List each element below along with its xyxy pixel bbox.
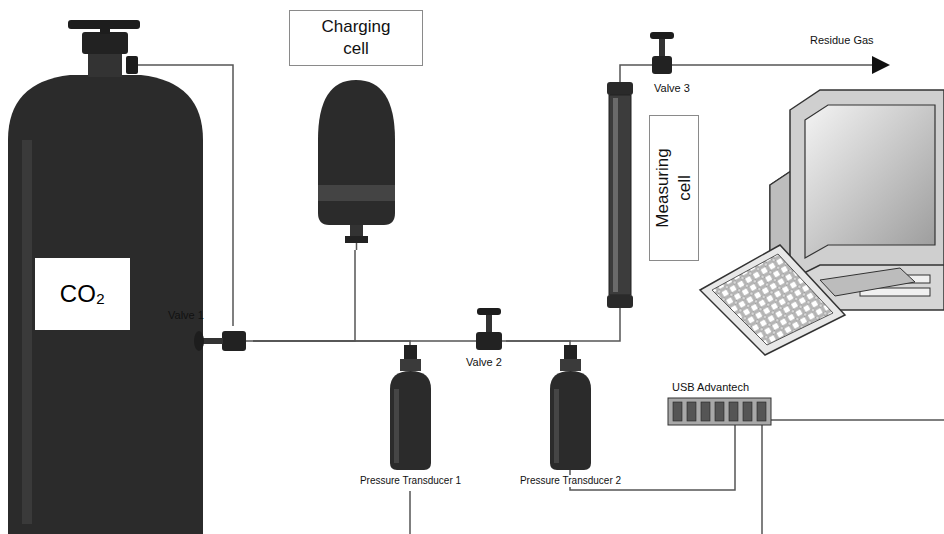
valve-symbol: Valve 2 bbox=[472, 328, 506, 354]
outlet-line bbox=[676, 64, 876, 66]
valve-symbol-symbol bbox=[472, 328, 506, 354]
daq-module-symbol bbox=[668, 398, 771, 425]
pipe-line bbox=[253, 250, 355, 341]
valve-label: Valve 1 bbox=[168, 309, 204, 322]
valve-symbol-symbol bbox=[648, 52, 676, 78]
pressure-transducer: Pressure Transducer 2 bbox=[548, 345, 593, 470]
outlet-arrowhead bbox=[872, 56, 890, 74]
cell-label: Charging cell bbox=[289, 10, 423, 66]
transducer-label: Pressure Transducer 2 bbox=[519, 475, 622, 487]
pressure-transducer-symbol bbox=[548, 345, 593, 470]
valve-symbol-symbol bbox=[213, 326, 253, 356]
pressure-transducer-symbol bbox=[388, 345, 433, 470]
module-label: USB Advantech bbox=[672, 381, 749, 394]
pipe-line bbox=[620, 65, 648, 82]
valve-label: Valve 2 bbox=[466, 356, 502, 369]
valve-label: Valve 3 bbox=[654, 82, 690, 95]
signal-wire bbox=[409, 491, 411, 534]
signal-wire bbox=[761, 425, 763, 534]
charging-cell-symbol bbox=[318, 80, 395, 250]
pipe-line bbox=[203, 65, 233, 326]
valve-symbol: Valve 3 bbox=[648, 52, 676, 78]
pipe-line bbox=[253, 340, 472, 342]
outlet-label: Residue Gas bbox=[810, 34, 874, 47]
cylinder-label: CO₂ bbox=[35, 258, 130, 330]
computer-icon bbox=[700, 90, 944, 355]
pressure-transducer: Pressure Transducer 1 bbox=[388, 345, 433, 470]
daq-module: USB Advantech bbox=[668, 398, 771, 425]
cell-label: Measuring cell bbox=[649, 115, 699, 261]
measuring-cell-symbol bbox=[603, 82, 637, 308]
measuring-cell: Measuring cell bbox=[603, 82, 637, 308]
signal-wire bbox=[771, 419, 944, 421]
valve-symbol: Valve 1 bbox=[213, 326, 253, 356]
pipe-line bbox=[506, 308, 620, 341]
charging-cell: Charging cell bbox=[318, 80, 395, 250]
gas-cylinder: CO₂ bbox=[8, 20, 203, 534]
transducer-label: Pressure Transducer 1 bbox=[359, 475, 462, 487]
